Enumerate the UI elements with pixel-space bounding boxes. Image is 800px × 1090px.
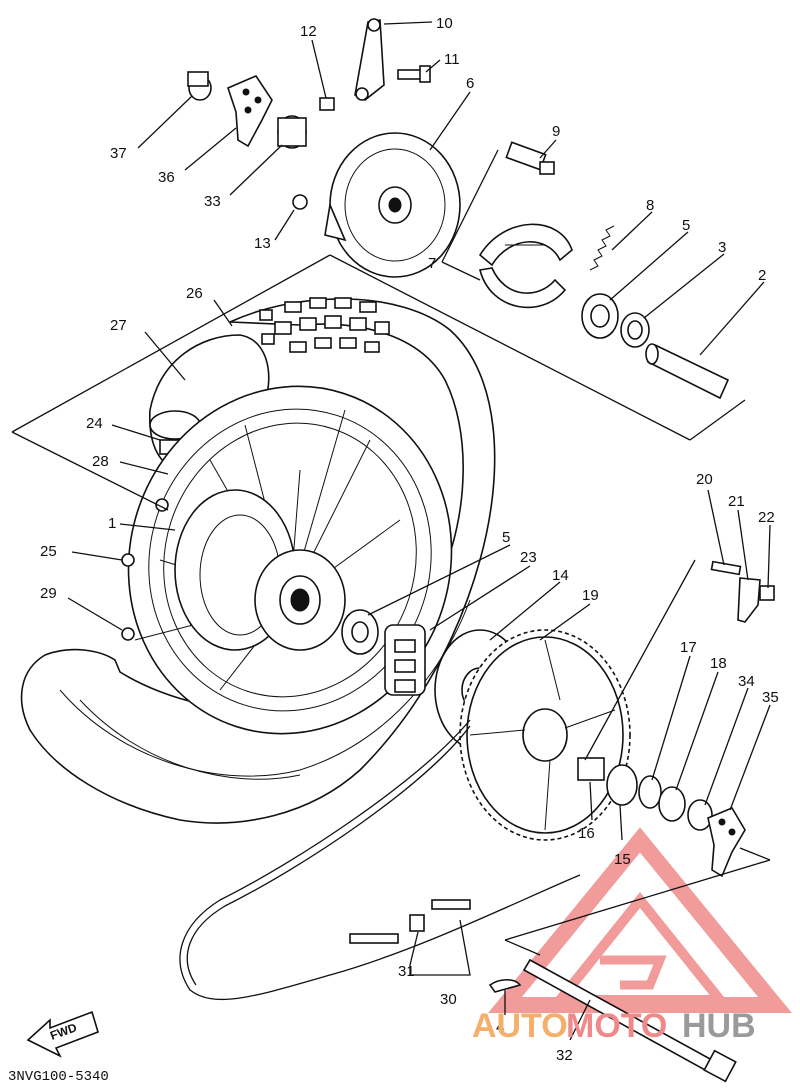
rear-sprocket [459, 629, 631, 841]
callout-35: 35 [762, 689, 779, 706]
collar [687, 799, 713, 831]
cotter-pin [488, 978, 522, 993]
forward-direction-arrow: FWD [26, 1010, 99, 1058]
callout-22: 22 [758, 509, 775, 526]
callout-30: 30 [440, 991, 457, 1008]
callout-26: 26 [186, 285, 203, 302]
callout-5-lower: 5 [502, 529, 510, 546]
callout-21: 21 [728, 493, 745, 510]
drive-chain [179, 719, 581, 1001]
collar [292, 194, 308, 210]
callout-32: 32 [556, 1047, 573, 1064]
nut [759, 585, 775, 601]
callout-16: 16 [578, 825, 595, 842]
leader-lines [11, 21, 771, 1041]
callout-8: 8 [646, 197, 654, 214]
brake-shoe-kit [478, 223, 573, 309]
callout-36: 36 [158, 169, 175, 186]
callout-23: 23 [520, 549, 537, 566]
callout-34: 34 [738, 673, 755, 690]
callout-5-upper: 5 [682, 217, 690, 234]
bearing [581, 293, 619, 339]
callout-2: 2 [758, 267, 766, 284]
rear-axle [522, 958, 737, 1083]
callout-17: 17 [680, 639, 697, 656]
wheel-hub [174, 489, 346, 651]
callout-25: 25 [40, 543, 57, 560]
bushing [277, 115, 307, 149]
callout-6: 6 [466, 75, 474, 92]
nut [319, 97, 335, 111]
stud-bolt [710, 560, 742, 576]
callout-19: 19 [582, 587, 599, 604]
callout-24: 24 [86, 415, 103, 432]
callout-33: 33 [204, 193, 221, 210]
watermark-logo [488, 827, 792, 1013]
collar [577, 757, 605, 781]
brake-shoe-plate [324, 132, 461, 278]
camshaft-lever [354, 18, 385, 101]
callout-14: 14 [552, 567, 569, 584]
callout-18: 18 [710, 655, 727, 672]
camshaft [505, 141, 555, 175]
lock-washer [737, 577, 761, 623]
chain-puller-right [707, 806, 746, 878]
callout-9: 9 [552, 123, 560, 140]
callout-7: 7 [428, 255, 436, 272]
spoke-nipple [121, 553, 135, 567]
callout-3: 3 [718, 239, 726, 256]
callout-31: 31 [398, 963, 415, 980]
callout-10: 10 [436, 15, 453, 32]
callout-27: 27 [110, 317, 127, 334]
adjusting-bolt [187, 71, 212, 101]
oil-seal [658, 786, 686, 822]
circlip [638, 775, 662, 809]
callout-11: 11 [444, 51, 460, 68]
chain-puller-left [227, 75, 273, 148]
tire-tread [259, 297, 390, 353]
bearing [341, 609, 379, 655]
clutch-hub-damper [384, 624, 426, 696]
callout-29: 29 [40, 585, 57, 602]
diagram-code: 3NVG100-5340 [8, 1069, 109, 1085]
callout-20: 20 [696, 471, 713, 488]
callout-28: 28 [92, 453, 109, 470]
tension-spring [589, 225, 615, 271]
watermark-brand-moto: MOTO [566, 1007, 667, 1045]
chain-joint [349, 899, 471, 944]
callout-numbers: 10 11 12 6 9 37 36 33 13 8 5 3 2 7 26 27… [40, 15, 779, 1064]
bolt [397, 65, 431, 83]
oil-seal [620, 312, 650, 348]
valve-cap [121, 627, 135, 641]
bearing [606, 764, 638, 806]
watermark-brand-hub: HUB [682, 1007, 756, 1045]
spacer [645, 343, 730, 400]
callout-37: 37 [110, 145, 127, 162]
watermark-text: AUTO MOTO HUB [472, 1007, 756, 1045]
callout-1: 1 [108, 515, 116, 532]
callout-13: 13 [254, 235, 271, 252]
callout-12: 12 [300, 23, 317, 40]
watermark-brand-auto: AUTO [472, 1007, 568, 1045]
callout-15: 15 [614, 851, 631, 868]
callout-4: 4 [496, 1019, 504, 1036]
